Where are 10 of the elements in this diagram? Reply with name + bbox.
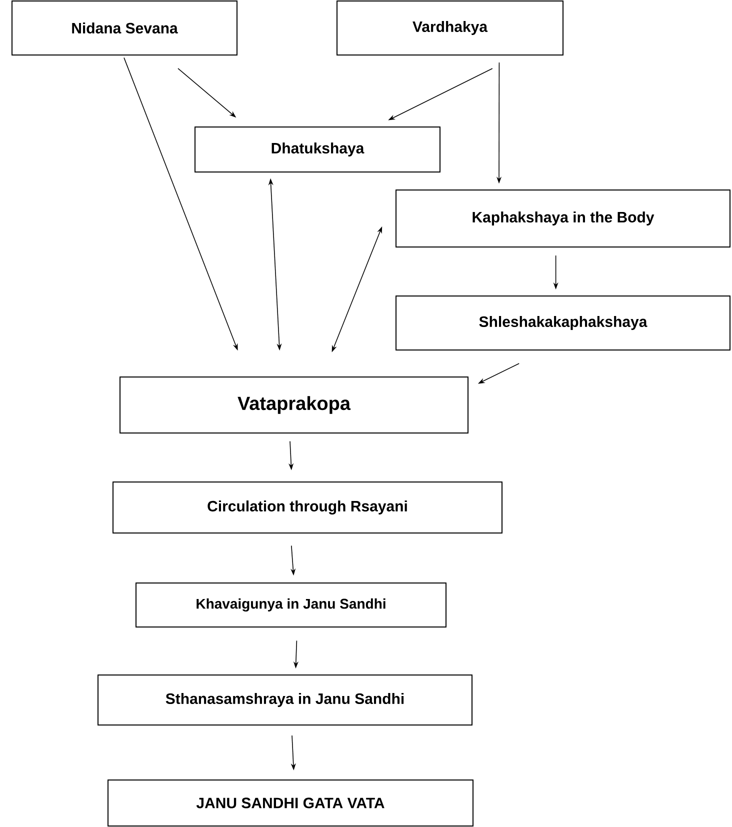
process-box: Circulation through Rsayani	[112, 482, 502, 534]
process-box: JANU SANDHI GATA VATA	[108, 780, 474, 826]
process-box: Vardhakya	[336, 0, 564, 56]
process-box: Khavaigunya in Janu Sandhi	[136, 582, 446, 628]
process-box: Dhatukshaya	[194, 126, 440, 172]
process-box: Vataprakopa	[120, 376, 468, 434]
process-box: Nidana Sevana	[12, 0, 238, 56]
process-box: Kaphakshaya in the Body	[396, 190, 730, 248]
process-box: Sthanasamshraya in Janu Sandhi	[98, 674, 472, 726]
process-box: Shleshakakaphakshaya	[396, 296, 730, 350]
